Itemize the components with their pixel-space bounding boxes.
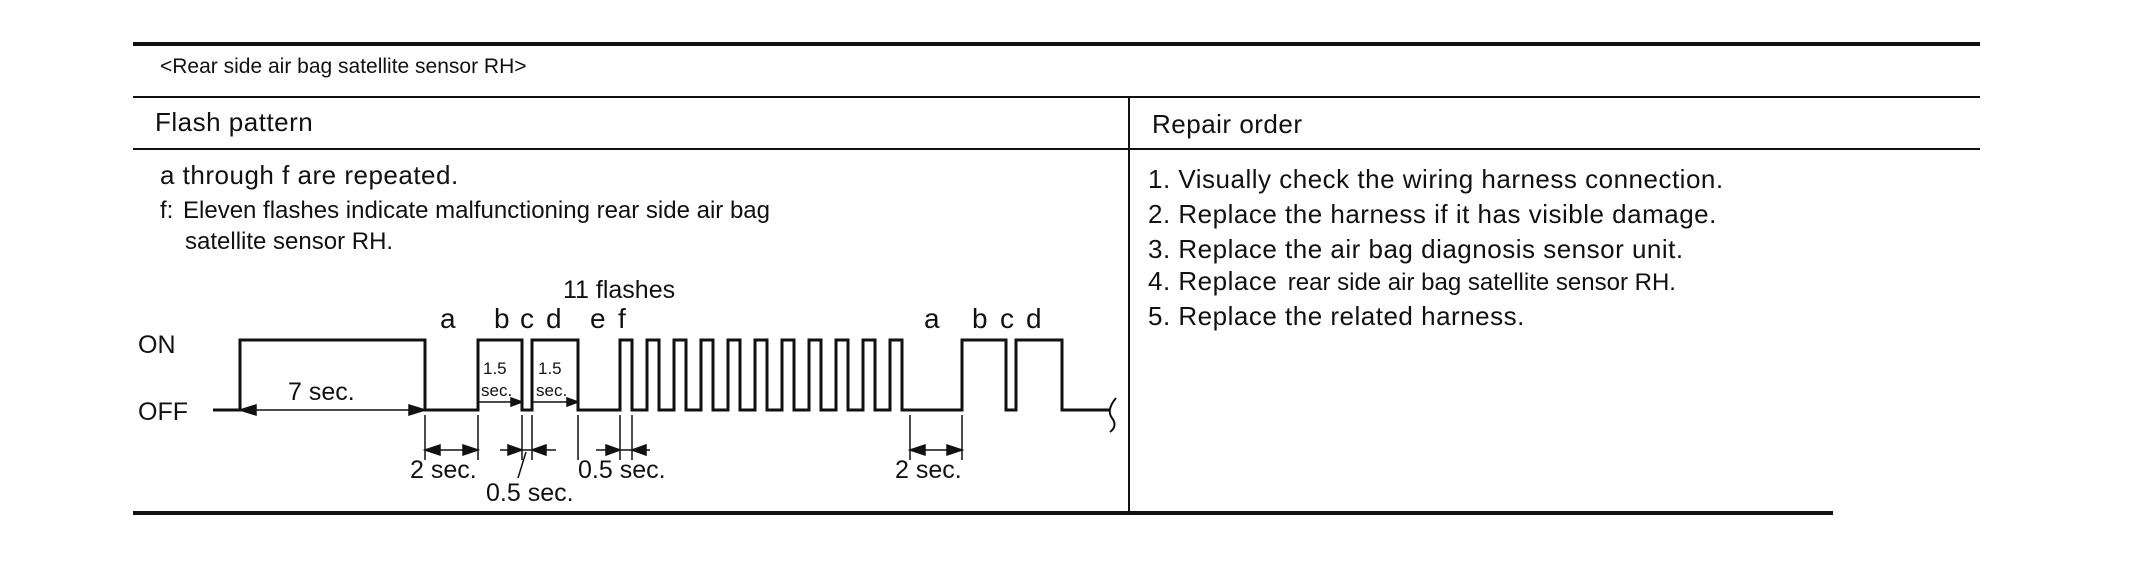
pulse-label-b-repeat: b [972, 303, 988, 334]
flashes-label: 11 flashes [563, 276, 675, 304]
duration-1-5-d-unit: sec. [536, 381, 567, 400]
table-bottom-rule [133, 511, 1833, 515]
dim-ef-arrow-left [605, 443, 623, 457]
repair-step-5: 5. Replace the related harness. [1148, 301, 1525, 331]
f-note-prefix: f: [160, 197, 174, 224]
f-note-line-2: satellite sensor RH. [185, 228, 394, 255]
duration-7sec: 7 sec. [288, 378, 355, 406]
duration-0-5sec-c: 0.5 sec. [486, 479, 574, 507]
flash-waveform [213, 338, 1110, 412]
waveform-break-mark [1108, 397, 1117, 433]
dim-2sec-arrow-right [462, 443, 481, 457]
dim-7sec-arrow-left [237, 403, 257, 417]
on-label: ON [138, 331, 176, 359]
repeat-note: a through f are repeated. [160, 160, 459, 190]
repair-step-4-prefix: 4. Replace [1148, 266, 1278, 296]
pulse-label-e: e [590, 303, 606, 334]
dim-2sec-second-arrow-left [907, 443, 926, 457]
flash-pattern-header: Flash pattern [155, 107, 314, 137]
pulse-label-a: a [440, 303, 456, 334]
repair-step-4-suffix: rear side air bag satellite sensor RH. [1287, 269, 1676, 296]
dim-c-leader [517, 451, 527, 479]
repair-step-3: 3. Replace the air bag diagnosis sensor … [1148, 234, 1684, 264]
dim-2sec-arrow-left [422, 443, 441, 457]
dim-1-5sec-b-arrow-right [510, 396, 525, 408]
dim-ef-arrow-right [629, 443, 647, 457]
header-row-top-rule [133, 96, 1980, 98]
pulse-label-b: b [494, 303, 510, 334]
repair-step-4: 4. Replace rear side air bag satellite s… [1148, 266, 1676, 297]
duration-0-5sec-ef: 0.5 sec. [578, 456, 666, 484]
dim-1-5sec-d-arrow-right [566, 396, 581, 408]
duration-1-5-b-unit: sec. [481, 381, 512, 400]
repair-order-header: Repair order [1152, 109, 1303, 139]
duration-2sec-repeat: 2 sec. [895, 456, 962, 484]
repair-step-1: 1. Visually check the wiring harness con… [1148, 164, 1724, 194]
duration-1-5-d-number: 1.5 [538, 359, 562, 378]
pulse-label-d: d [546, 303, 562, 334]
pulse-label-c-repeat: c [1000, 303, 1014, 334]
column-divider [1128, 96, 1130, 513]
pulse-label-f: f [618, 303, 626, 334]
off-label: OFF [138, 398, 188, 426]
dim-7sec-arrow-right [408, 403, 428, 417]
header-row-bottom-rule [133, 148, 1980, 150]
dim-2sec-second-arrow-right [946, 443, 965, 457]
dim-c-arrow-left [507, 443, 525, 457]
section-title: <Rear side air bag satellite sensor RH> [160, 55, 527, 78]
duration-1-5-b-number: 1.5 [483, 359, 507, 378]
repair-step-2: 2. Replace the harness if it has visible… [1148, 199, 1717, 229]
f-note-line-1: Eleven flashes indicate malfunctioning r… [183, 197, 771, 224]
pulse-label-a-repeat: a [924, 303, 940, 334]
pulse-label-c: c [520, 303, 534, 334]
duration-2sec: 2 sec. [410, 456, 477, 484]
table-top-rule [133, 42, 1980, 46]
dim-c-arrow-right [529, 443, 547, 457]
pulse-label-d-repeat: d [1026, 303, 1042, 334]
